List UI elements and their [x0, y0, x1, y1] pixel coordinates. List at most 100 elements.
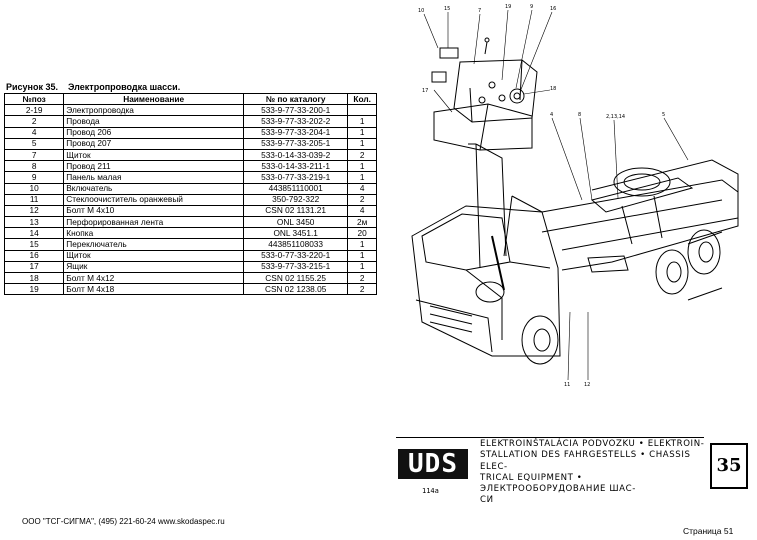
cell-quantity: 20: [347, 227, 377, 240]
cell-name: Болт М 4x10: [63, 204, 245, 218]
cell-quantity: 4: [347, 204, 377, 218]
cell-quantity: 1: [347, 171, 377, 184]
cell-position: 8: [3, 160, 65, 173]
cell-position: 14: [3, 227, 65, 240]
cell-quantity: 1: [347, 238, 377, 251]
cell-catalog-number: 533-0-14-33-211-1: [243, 160, 349, 173]
title-block-rule: [396, 437, 704, 438]
uds-logo-subtitle: 114a: [422, 487, 439, 495]
figure-number: Рисунок 35.: [6, 82, 58, 92]
parts-table: №поз Наименование № по каталогу Кол. 2-1…: [3, 92, 377, 296]
callout-label: 17: [422, 88, 428, 94]
callout-label: 4: [550, 112, 553, 118]
cell-catalog-number: ONL 3450: [243, 216, 349, 229]
cell-position: 12: [3, 204, 65, 218]
header-catalog-number: № по каталогу: [243, 92, 349, 106]
callout-label: 8: [578, 112, 581, 118]
uds-logo-mark: UDS: [398, 449, 468, 479]
cell-position: 9: [3, 171, 65, 184]
cell-position: 2: [3, 115, 65, 128]
cell-catalog-number: 533-9-77-33-205-1: [243, 137, 349, 150]
footer-page-number: Страница 51: [683, 526, 734, 536]
header-quantity: Кол.: [347, 92, 377, 106]
cell-catalog-number: ONL 3451.1: [243, 227, 349, 240]
cell-name: Провод 206: [63, 126, 245, 139]
title-block-text: ELEKTROINŠTALÁCIA PODVOZKU • ELEKTROIN- …: [480, 439, 706, 507]
cell-catalog-number: 533-0-77-33-220-1: [243, 249, 349, 262]
cell-quantity: 2: [347, 148, 377, 162]
wheels-drawing: [521, 229, 723, 365]
cell-position: 10: [3, 182, 65, 195]
callout-leaders: [423, 9, 689, 381]
callout-label: 11: [564, 382, 570, 388]
cell-quantity: 1: [347, 115, 377, 128]
cell-name: Болт М 4x12: [63, 271, 245, 285]
cell-quantity: 1: [347, 126, 377, 139]
figure-caption: Рисунок 35. Электропроводка шасси.: [6, 82, 180, 92]
chassis-frame-drawing: [541, 159, 739, 273]
uds-logo: UDS 114a: [398, 441, 468, 495]
cell-quantity: 1: [347, 137, 377, 150]
cell-position: 13: [3, 216, 65, 229]
cell-position: 7: [3, 148, 65, 162]
cell-catalog-number: CSN 02 1238.05: [243, 283, 349, 296]
cell-name: Перфорированная лента: [63, 216, 245, 229]
callout-label: 2,13,14: [606, 114, 625, 120]
cell-name: Переключатель: [63, 238, 245, 251]
title-line: STALLATION DES FAHRGESTELLS • CHASSIS EL…: [480, 450, 691, 472]
cell-catalog-number: CSN 02 1131.21: [243, 204, 349, 218]
cell-catalog-number: 533-0-77-33-219-1: [243, 171, 349, 184]
header-position: №поз: [3, 92, 65, 106]
cell-catalog-number: 533-9-77-33-200-1: [243, 104, 349, 117]
cell-position: 15: [3, 238, 65, 251]
cell-quantity: 1: [347, 249, 377, 262]
cell-position: 4: [3, 126, 65, 139]
cell-catalog-number: CSN 02 1155.25: [243, 271, 349, 285]
figure-title: Электропроводка шасси.: [68, 82, 181, 92]
cell-position: 18: [3, 271, 65, 285]
chassis-wiring-drawing: 10 15 7 19 9 16 17 18 4 8 2,13,14 5 11 1…: [411, 4, 739, 388]
callout-label: 12: [584, 382, 590, 388]
table-header-row: №поз Наименование № по каталогу Кол.: [3, 92, 377, 106]
title-block: UDS 114a ELEKTROINŠTALÁCIA PODVOZKU • EL…: [396, 437, 751, 507]
callout-label: 19: [505, 4, 511, 10]
cell-name: Кнопка: [63, 227, 245, 240]
callout-label: 18: [550, 86, 556, 92]
cell-catalog-number: 533-9-77-33-202-2: [243, 115, 349, 128]
cell-catalog-number: 533-0-14-33-039-2: [243, 148, 349, 162]
cell-name: Болт М 4x18: [63, 283, 245, 296]
callout-label: 9: [530, 4, 533, 10]
callout-label: 15: [444, 6, 450, 12]
cell-position: 17: [3, 260, 65, 274]
cell-catalog-number: 443851108033: [243, 238, 349, 251]
cell-quantity: 2м: [347, 216, 377, 229]
cell-name: Провода: [63, 115, 245, 128]
callout-label: 10: [418, 8, 424, 14]
callout-label: 7: [478, 8, 481, 14]
header-name: Наименование: [63, 92, 245, 106]
cell-name: Панель малая: [63, 171, 245, 184]
cell-name: Провод 211: [63, 160, 245, 173]
cell-name: Включатель: [63, 182, 245, 195]
drawing-page-number: 35: [710, 443, 748, 489]
cell-position: 11: [3, 193, 65, 206]
cell-catalog-number: 533-9-77-33-204-1: [243, 126, 349, 139]
title-line: TRICAL EQUIPMENT • ЭЛЕКТРООБОРУДОВАНИЕ Ш…: [480, 472, 636, 495]
cell-position: 16: [3, 249, 65, 262]
